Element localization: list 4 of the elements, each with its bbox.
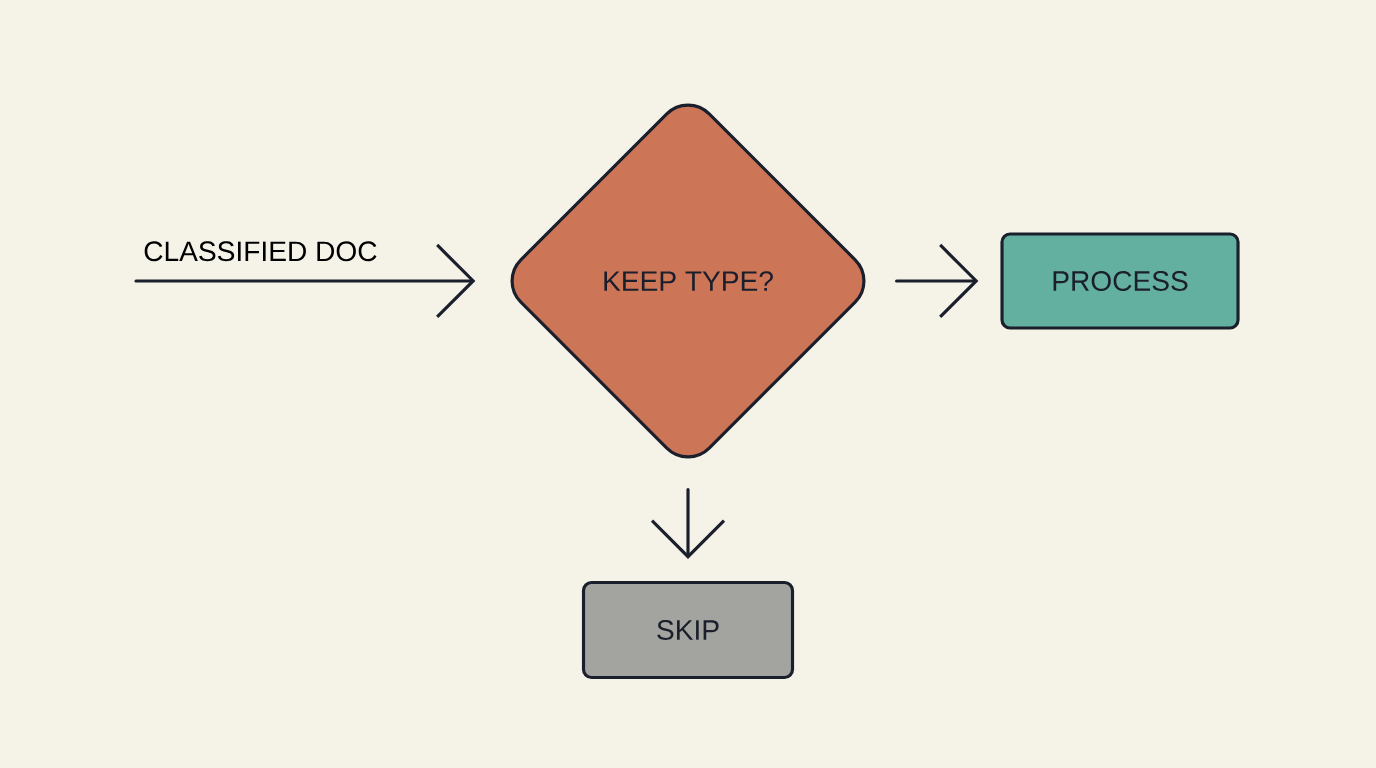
process-box: SKIP: [581, 580, 795, 680]
edge-label: CLASSIFIED DOC: [144, 241, 377, 262]
arrow: [134, 243, 476, 319]
process-box: PROCESS: [1000, 232, 1240, 330]
